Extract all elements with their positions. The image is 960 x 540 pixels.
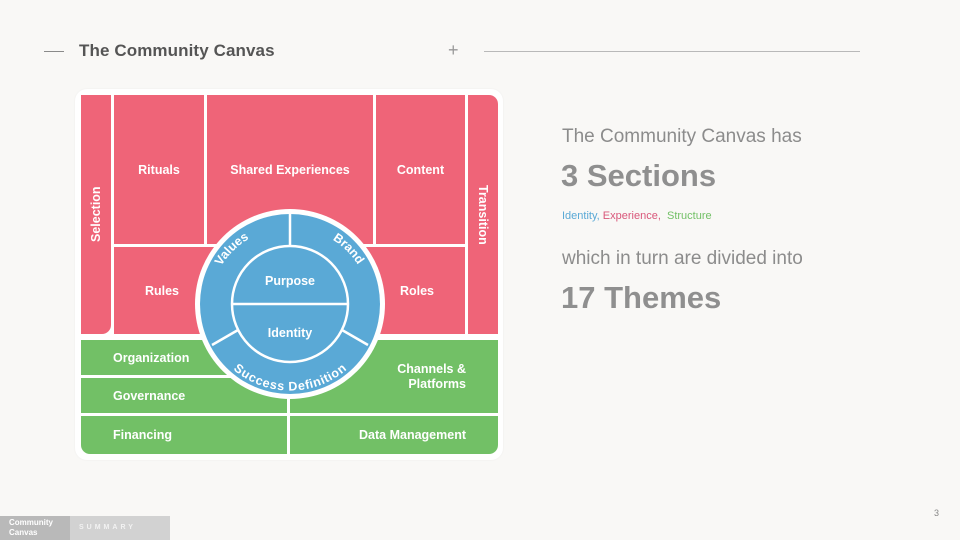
theme-rituals-label: Rituals xyxy=(138,162,180,177)
theme-content-label: Content xyxy=(396,162,445,177)
summary-themes: 17 Themes xyxy=(561,280,722,315)
footer-section-label: SUMMARY xyxy=(70,516,170,540)
summary-sections: 3 Sections xyxy=(561,158,717,193)
community-canvas-diagram: Selection Rituals Shared Experiences Con… xyxy=(75,89,503,460)
summary-turn: which in turn are divided into xyxy=(562,248,803,269)
theme-channels-label-2: Platforms xyxy=(408,376,466,391)
plus-icon: + xyxy=(448,40,459,60)
footer-brand-line2: Canvas xyxy=(9,528,38,537)
identity-purpose: Purpose xyxy=(265,274,315,288)
theme-financing: Financing xyxy=(81,416,287,454)
section-experience: Experience xyxy=(602,210,658,222)
identity-circle: Purpose Identity Values Brand Success De… xyxy=(195,209,385,399)
theme-transition: Transition xyxy=(468,95,498,334)
section-identity: Identity xyxy=(562,210,597,222)
theme-rules-label: Rules xyxy=(144,283,180,298)
separator: , xyxy=(657,210,667,222)
header-dash-decoration xyxy=(44,51,64,52)
footer-brand: Community Canvas xyxy=(0,516,70,540)
section-list: Identity, Experience, Structure xyxy=(562,210,712,222)
theme-channels-label-1: Channels & xyxy=(397,361,466,376)
theme-roles-label: Roles xyxy=(399,283,435,298)
theme-financing-label: Financing xyxy=(113,428,173,442)
theme-organization-label: Organization xyxy=(113,350,190,365)
footer-brand-line1: Community xyxy=(9,518,53,527)
theme-governance-label: Governance xyxy=(113,388,186,403)
theme-content: Content xyxy=(376,95,465,244)
theme-rituals: Rituals xyxy=(114,95,204,244)
page-number: 3 xyxy=(934,508,940,518)
header-divider xyxy=(484,51,860,52)
summary-intro: The Community Canvas has xyxy=(562,126,802,147)
identity-identity: Identity xyxy=(268,326,312,340)
page-title: The Community Canvas xyxy=(79,41,275,60)
section-structure: Structure xyxy=(667,210,712,222)
theme-shared-experiences-label: Shared Experiences xyxy=(230,162,350,177)
theme-data-management-label: Data Management xyxy=(359,428,466,442)
theme-data-management: Data Management xyxy=(290,416,498,454)
separator: , xyxy=(596,210,603,222)
theme-transition-label: Transition xyxy=(476,184,490,245)
